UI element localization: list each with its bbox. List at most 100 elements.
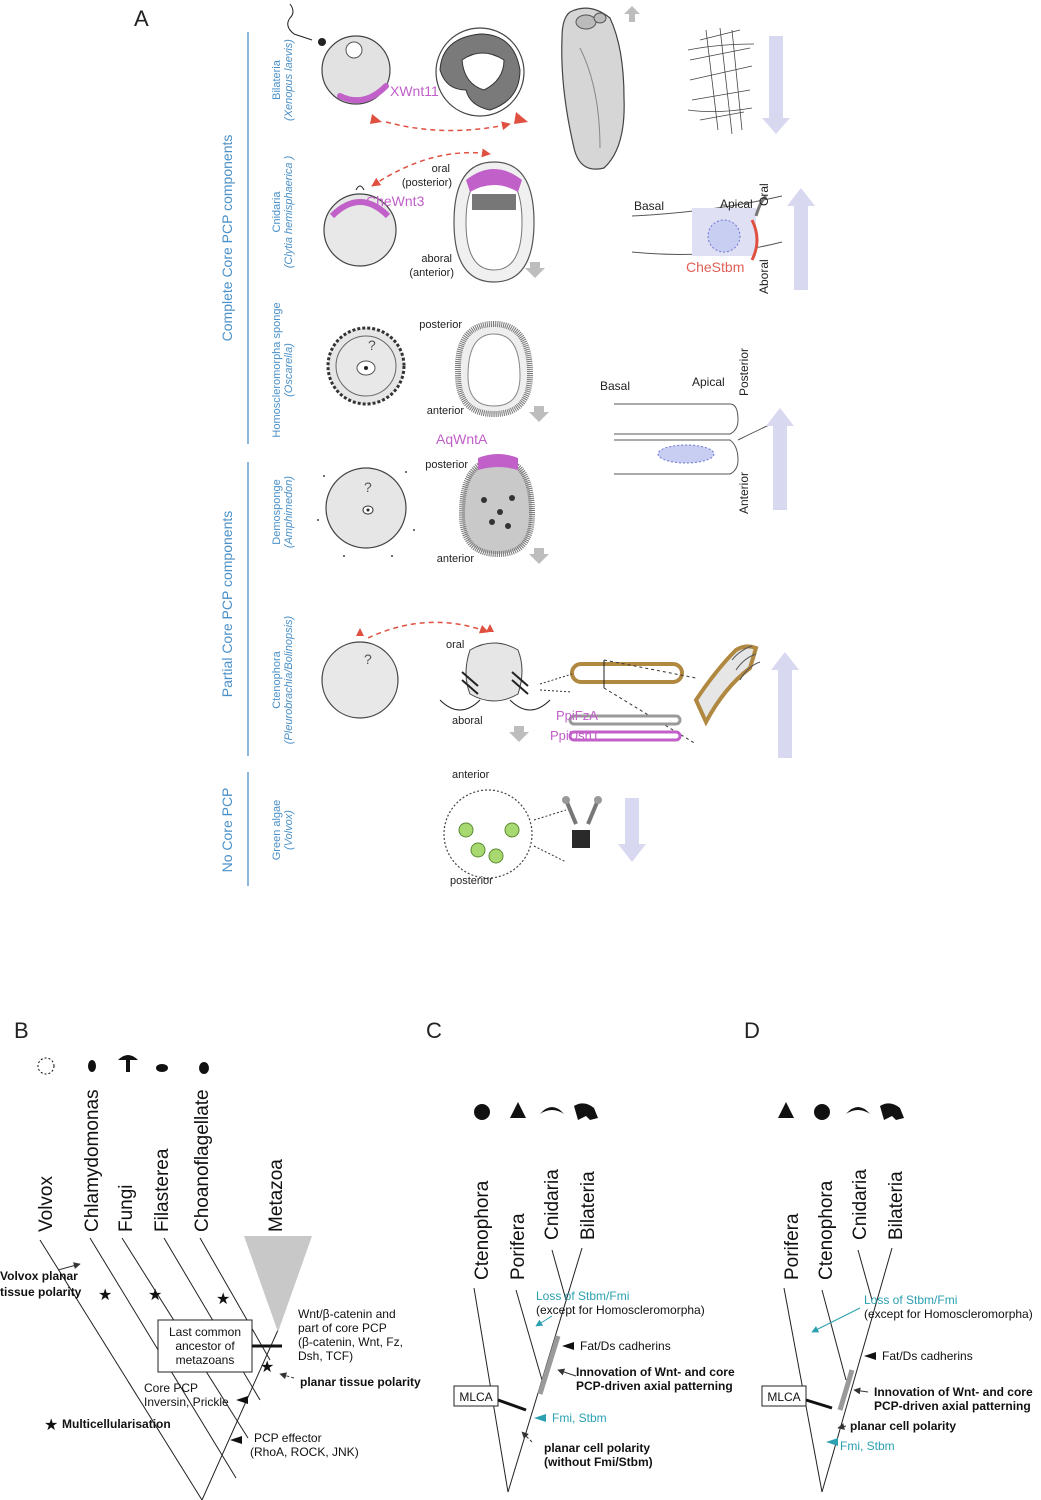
- svg-text:★: ★: [216, 1291, 230, 1308]
- multicell-label: Multicellularisation: [62, 1417, 171, 1431]
- oscarella-up-arrow: [766, 408, 794, 510]
- c-innovation-line2: PCP-driven axial patterning: [576, 1379, 733, 1393]
- row-bilateria-name: Bilateria: [271, 59, 283, 100]
- c-fatds-label: Fat/Ds cadherins: [580, 1339, 671, 1353]
- d-fatds-marker: [864, 1352, 876, 1360]
- volvox-polarity-line2: tissue polarity: [0, 1285, 82, 1299]
- xenopus-gastrula-illustration: [435, 27, 528, 124]
- lca-line3: metazoans: [176, 1353, 235, 1367]
- svg-text:★: ★: [260, 1359, 274, 1376]
- row-bilateria-species: (Xenopus laevis): [283, 39, 295, 121]
- c-pcp-line1: planar cell polarity: [544, 1441, 650, 1455]
- svg-text:★: ★: [148, 1287, 162, 1304]
- panel-d-organism-icons: [778, 1102, 904, 1120]
- svg-text:★: ★: [98, 1287, 112, 1304]
- comb-plate-illustration: [539, 644, 761, 745]
- panel-b-organism-icons: [37, 1055, 209, 1075]
- d-fmi-label: Fmi, Stbm: [840, 1439, 895, 1453]
- oscarella-anterior-cap: Anterior: [737, 472, 751, 514]
- c-loss-label: Loss of Stbm/Fmi: [536, 1289, 629, 1303]
- multicell-star-legend: ★: [44, 1417, 58, 1434]
- c-fatds-marker: [562, 1342, 574, 1350]
- row-algae-name: Green algae: [271, 800, 283, 861]
- oscarella-posterior-cap: Posterior: [737, 348, 751, 396]
- panel-b-letter: B: [14, 1018, 29, 1043]
- row-homo-species: (Oscarella): [283, 343, 295, 397]
- volvox-anterior-label: anterior: [452, 769, 490, 781]
- pleurobrachia-aboral-label: aboral: [452, 715, 483, 727]
- oscarella-posterior-label: posterior: [419, 319, 462, 331]
- amphimedon-egg-illustration: [317, 467, 415, 557]
- pleurobrachia-egg-illustration: [321, 624, 494, 719]
- oscarella-small-down-arrow: [529, 406, 549, 422]
- effector-marker: [230, 1436, 242, 1444]
- c-loss-arrow: [535, 1315, 553, 1327]
- panel-c-letter: C: [426, 1018, 442, 1043]
- taxon-chlamydomonas: Chlamydomonas: [82, 1089, 103, 1232]
- aqwnta-label: AqWntA: [436, 431, 488, 447]
- volvox-polarity-arrow: [57, 1262, 81, 1271]
- clytia-cell-illustration: [631, 194, 783, 261]
- amphimedon-small-down-arrow: [529, 548, 549, 564]
- panel-d-letter: D: [744, 1018, 760, 1043]
- xenopus-tissue-illustration: [687, 27, 755, 135]
- oscarella-anterior-label: anterior: [427, 405, 465, 417]
- taxon-volvox: Volvox: [36, 1176, 57, 1232]
- bilateria-dashed-arrow: [385, 121, 511, 132]
- lca-line2: ancestor of: [175, 1339, 235, 1353]
- d-loss-arrow: [811, 1307, 861, 1333]
- volvox-polarity-line1: Volvox planar: [0, 1269, 78, 1283]
- wnt-line1: Wnt/β-catenin and: [298, 1307, 396, 1321]
- ppifza-label: PpiFzA: [556, 708, 598, 723]
- bilateria-down-arrow: [762, 36, 790, 134]
- d-innovation-line2: PCP-driven axial patterning: [874, 1399, 1031, 1413]
- cnidaria-dashed-arrow: [371, 148, 491, 187]
- cnidaria-small-down-arrow: [525, 262, 545, 278]
- chestbm-label: CheStbm: [686, 259, 744, 275]
- cnidaria-anterior-paren: (anterior): [409, 267, 454, 279]
- panel-c-organism-icons: [474, 1102, 598, 1120]
- group-none-label: No Core PCP: [219, 788, 235, 873]
- c-taxon-bilateria: Bilateria: [578, 1171, 599, 1240]
- row-ctenophora-name: Ctenophora: [271, 650, 283, 708]
- cnidaria-aboral-label: aboral: [421, 253, 452, 265]
- core-pcp-line2: Inversin, Prickle: [144, 1395, 229, 1409]
- planar-tissue-arrow: [279, 1372, 295, 1380]
- ppifza-plate: [568, 714, 682, 726]
- oscarella-egg-illustration: [326, 326, 406, 406]
- taxon-fungi: Fungi: [116, 1184, 137, 1232]
- row-cnidaria-name: Cnidaria: [271, 191, 283, 233]
- clytia-apical-label: Apical: [720, 197, 753, 211]
- xwnt11-label: XWnt11: [390, 83, 439, 99]
- volvox-posterior-label: posterior: [450, 875, 493, 887]
- xenopus-tailbud-illustration: [561, 6, 640, 170]
- c-fmi-label: Fmi, Stbm: [552, 1411, 607, 1425]
- volvox-colony-illustration: [443, 789, 602, 879]
- metazoa-triangle: [244, 1236, 312, 1332]
- c-pcp-line2: (without Fmi/Stbm): [544, 1455, 653, 1469]
- d-taxon-ctenophora: Ctenophora: [816, 1180, 837, 1280]
- clytia-oral-label: Oral: [757, 183, 771, 206]
- c-taxon-ctenophora: Ctenophora: [472, 1180, 493, 1280]
- multicell-stars: ★ ★ ★ ★: [98, 1287, 274, 1376]
- amphimedon-question: ?: [364, 479, 372, 495]
- row-cnidaria-species: (Clytia hemisphaerica ): [283, 155, 295, 268]
- d-taxon-porifera: Porifera: [782, 1213, 803, 1280]
- row-demosponge-name: Demosponge: [271, 479, 283, 544]
- clytia-basal-label: Basal: [634, 199, 664, 213]
- pleurobrachia-oral-label: oral: [446, 639, 464, 651]
- effector-line1: PCP effector: [254, 1431, 322, 1445]
- clytia-planula-illustration: [453, 161, 535, 283]
- d-loss-label: Loss of Stbm/Fmi: [864, 1293, 957, 1307]
- oscarella-basal-label: Basal: [600, 379, 630, 393]
- c-innovation-line1: Innovation of Wnt- and core: [576, 1365, 735, 1379]
- wnt-line3: (β-catenin, Wnt, Fz,: [298, 1335, 403, 1349]
- c-taxon-porifera: Porifera: [508, 1213, 529, 1280]
- group-complete-label: Complete Core PCP components: [219, 135, 235, 342]
- clytia-egg-illustration: [323, 185, 397, 267]
- ppidsh1-plate: [568, 730, 682, 742]
- c-mlca-label: MLCA: [459, 1390, 492, 1404]
- ctenophora-dashed-arrow: [367, 621, 489, 639]
- row-homo-name: Homoscleromorpha sponge: [271, 302, 283, 437]
